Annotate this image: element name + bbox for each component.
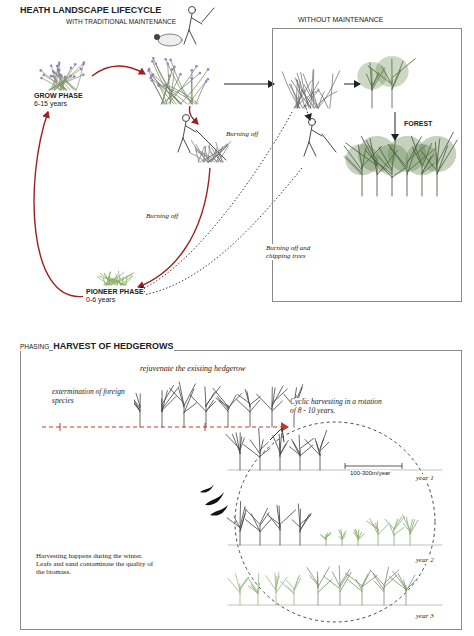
hedge-tree [371,567,399,605]
ground-line [228,605,442,606]
regrowth-tree [367,519,390,545]
annotation-label: year 2 [416,556,434,564]
annotation-label: Cyclic harvesting in a rotation of 8 - 1… [290,398,386,415]
node-subtext: HARVEST OF HEDGEROWS [53,341,173,352]
node-subtext: 0-6 years [86,296,144,304]
hedge-tree [245,508,271,545]
regrowth-tree [403,515,418,545]
worker-figure [184,7,214,45]
annotation-label: year 3 [416,612,434,620]
sapling [339,529,346,545]
annotation-label: WITH TRADITIONAL MAINTENANCE [66,18,176,25]
young-tree [368,56,415,108]
forest-tree [418,132,457,196]
regrowth-tree [248,573,260,605]
annotation-label: Burning off [146,212,178,220]
heath-shrub [97,271,134,285]
sheep [158,34,182,46]
diagram-title: HEATH LANDSCAPE LIFECYCLE [20,5,161,15]
cycle-arrow [34,112,83,297]
sheep-head [154,34,160,40]
annotation-label: 100-300m/year [350,470,390,477]
hedge-tree [324,565,352,605]
hedge-tree [244,428,271,470]
phase-label: PIONEER PHASE0-6 years [86,288,144,305]
annotation-label: Burning off [226,130,258,138]
node-heading: PIONEER PHASE [86,288,144,296]
existing-hedge-tree [237,389,260,427]
heath-shrub [189,140,230,162]
existing-hedge-tree [257,386,288,427]
node-heading: GROW PHASE [34,92,83,100]
existing-hedge-tree [191,387,221,428]
annotation-label: extermination of foreign species [52,388,134,405]
hedge-tree [267,505,296,545]
annotation-label: year 1 [416,474,434,482]
heath-shrub [282,69,339,108]
existing-hedge-tree [162,386,178,428]
node-heading: PHASING [20,343,49,351]
heath-shrub [40,61,86,90]
annotation-label: Burning off and chipping trees [266,244,330,260]
node-subtext: 6-15 years [34,100,83,108]
hedge-tree [292,504,311,545]
regrowth-tree [280,575,300,605]
node-heading: WITHOUT MAINTENANCE [298,16,383,24]
hedge-tree [273,433,289,470]
heath-shrub [147,57,209,104]
section-frame: PHASING HARVEST OF HEDGEROWS [20,335,462,630]
existing-hedge-tree [170,382,197,427]
existing-hedge-tree [213,388,242,427]
hedge-tree [289,435,313,470]
frame-border [272,28,462,302]
worker-figure [304,119,336,157]
hedge-tree [305,430,329,470]
node-heading: FOREST [404,120,432,128]
hedge-tree [345,570,377,605]
regrowth-tree [385,516,405,545]
sapling [354,529,365,545]
hedge-tree [227,502,246,546]
phase-label: GROW PHASE6-15 years [34,92,83,109]
hedge-tree [226,433,245,470]
annotation-label: Harvesting happens during the winter. Le… [36,552,158,576]
regrowth-tree [266,572,287,605]
regrowth-tree [228,574,249,605]
hedge-tree [389,571,415,605]
annotation-label: rejuvenate the existing hedgerow [140,364,245,373]
phase-label: FOREST [404,120,432,128]
sapling [320,532,331,545]
hedge-tree [307,567,332,605]
